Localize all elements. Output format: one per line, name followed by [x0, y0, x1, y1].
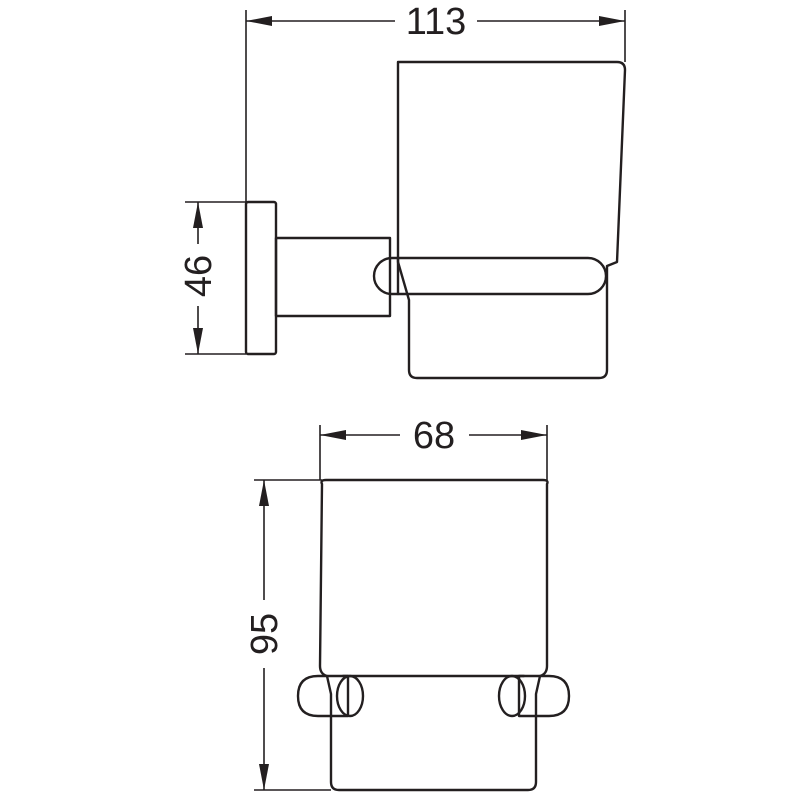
left-holder-knob	[296, 674, 365, 718]
holder-ring	[372, 256, 608, 296]
dimension-label-46: 46	[178, 255, 220, 297]
side-view: 113 46	[178, 1, 627, 380]
right-holder-knob	[497, 674, 571, 718]
height-dimension-46: 46	[178, 201, 246, 355]
dimension-label-95: 95	[244, 613, 286, 655]
dimension-label-68: 68	[413, 415, 455, 457]
tumbler-front	[318, 478, 549, 792]
tumbler-side	[396, 60, 627, 380]
support-arm	[274, 236, 392, 318]
dimension-label-113: 113	[406, 1, 467, 43]
width-dimension-68: 68	[319, 415, 548, 480]
wall-plate	[244, 200, 278, 356]
width-dimension-113: 113	[245, 1, 626, 202]
height-dimension-95: 95	[244, 479, 331, 791]
front-view: 68 95	[244, 415, 571, 792]
